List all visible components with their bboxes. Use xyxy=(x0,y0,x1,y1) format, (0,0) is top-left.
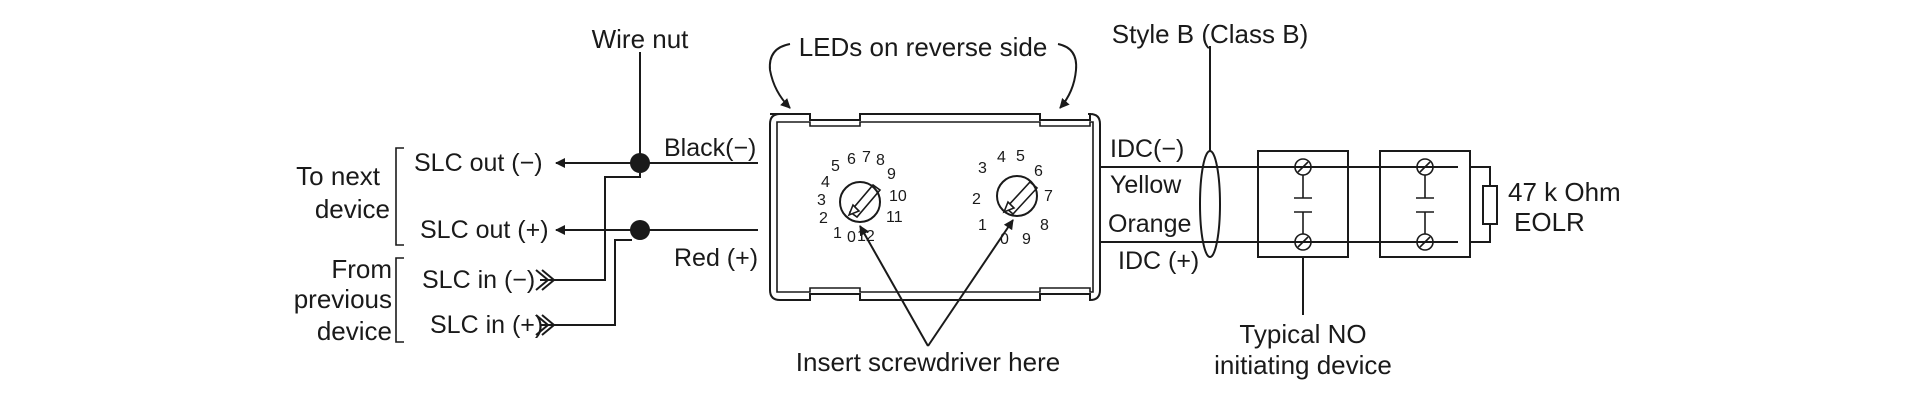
no-device-label-line1: Typical NO xyxy=(1239,319,1366,349)
tens-dial-number: 9 xyxy=(887,166,896,183)
tens-dial-number: 8 xyxy=(876,152,885,169)
tens-dial-number: 3 xyxy=(817,192,826,209)
tens-rotary-switch[interactable]: 0 1 2 3 4 5 6 7 8 9 10 11 12 xyxy=(817,149,907,246)
to-next-bracket xyxy=(395,147,404,246)
module-body xyxy=(769,113,1101,302)
tens-dial-number: 5 xyxy=(831,158,840,175)
wire-nut-negative xyxy=(630,153,650,173)
ones-dial-number: 2 xyxy=(972,191,981,208)
ones-dial-number: 0 xyxy=(1000,231,1009,248)
idc-neg-label: IDC(−) xyxy=(1110,135,1184,163)
leds-arrow-left xyxy=(768,43,791,109)
screwdriver-arrow-ones xyxy=(927,219,1014,347)
slc-in-neg-wire xyxy=(540,173,641,281)
ones-rotary-switch[interactable]: 0 1 2 3 4 5 6 7 8 9 xyxy=(972,148,1053,248)
tens-dial-pointer-icon xyxy=(847,203,861,217)
tens-dial-knob[interactable] xyxy=(839,181,881,223)
tens-dial-number: 2 xyxy=(819,210,828,227)
ones-dial-knob[interactable] xyxy=(996,175,1038,217)
tens-dial-number: 7 xyxy=(862,149,871,166)
slc-out-neg-label: SLC out (−) xyxy=(414,149,543,177)
ones-dial-number: 7 xyxy=(1044,188,1053,205)
monitor-module xyxy=(769,113,1101,302)
ones-dial-number: 5 xyxy=(1016,148,1025,165)
module-inner-outline xyxy=(776,121,1094,293)
idc-wiring xyxy=(1100,46,1498,315)
ones-dial-number: 9 xyxy=(1022,231,1031,248)
eolr-label-line2: EOLR xyxy=(1514,207,1585,237)
tens-dial-number: 6 xyxy=(847,151,856,168)
slc-out-pos-label: SLC out (+) xyxy=(420,216,549,244)
eolr-label-line1: 47 k Ohm xyxy=(1508,177,1621,207)
ones-dial-pointer-icon xyxy=(1002,200,1016,214)
no-device-2 xyxy=(1379,150,1471,258)
to-next-label-line1: To next xyxy=(296,161,381,191)
orange-wire-label: Orange xyxy=(1108,210,1191,238)
ones-dial-number: 1 xyxy=(978,217,987,234)
slc-in-pos-wire xyxy=(540,239,632,326)
screwdriver-label: Insert screwdriver here xyxy=(796,347,1060,377)
idc-pos-label: IDC (+) xyxy=(1118,247,1199,275)
tens-dial-number: 11 xyxy=(886,209,903,226)
slc-wiring xyxy=(395,52,758,343)
ones-dial-number: 4 xyxy=(997,149,1006,166)
wire-nut-label: Wire nut xyxy=(592,24,690,54)
tens-dial-number: 4 xyxy=(821,174,830,191)
red-wire-label: Red (+) xyxy=(674,244,758,272)
from-previous-bracket xyxy=(395,257,404,343)
tens-dial-number: 10 xyxy=(889,188,907,205)
ones-dial-number: 3 xyxy=(978,160,987,177)
no-device-label-line2: initiating device xyxy=(1214,350,1392,380)
slc-in-pos-connector xyxy=(535,314,550,336)
tens-dial-number: 0 xyxy=(847,229,856,246)
from-previous-label-line3: device xyxy=(317,316,392,346)
slc-in-neg-label: SLC in (−) xyxy=(422,266,535,294)
ones-dial-number: 6 xyxy=(1034,163,1043,180)
yellow-wire-label: Yellow xyxy=(1110,171,1182,199)
ones-dial-slot xyxy=(1004,180,1039,216)
wire-nut-positive xyxy=(630,220,650,240)
ones-dial-number: 8 xyxy=(1040,217,1049,234)
tens-dial-number: 1 xyxy=(833,225,842,242)
slc-in-neg-connector xyxy=(535,269,550,291)
style-b-label: Style B (Class B) xyxy=(1112,19,1309,49)
leds-label: LEDs on reverse side xyxy=(799,32,1048,62)
ones-dial-numbers: 0 1 2 3 4 5 6 7 8 9 xyxy=(972,148,1053,248)
from-previous-label-line2: previous xyxy=(294,284,392,314)
black-wire-label: Black(−) xyxy=(664,134,756,162)
slc-in-pos-label: SLC in (+) xyxy=(430,311,543,339)
from-previous-label-line1: From xyxy=(331,254,392,284)
eolr-resistor xyxy=(1482,185,1498,225)
leds-arrow-right xyxy=(1057,43,1078,109)
tens-dial-slot xyxy=(848,183,882,219)
to-next-label-line2: device xyxy=(315,194,390,224)
screwdriver-arrow-tens xyxy=(859,225,929,347)
